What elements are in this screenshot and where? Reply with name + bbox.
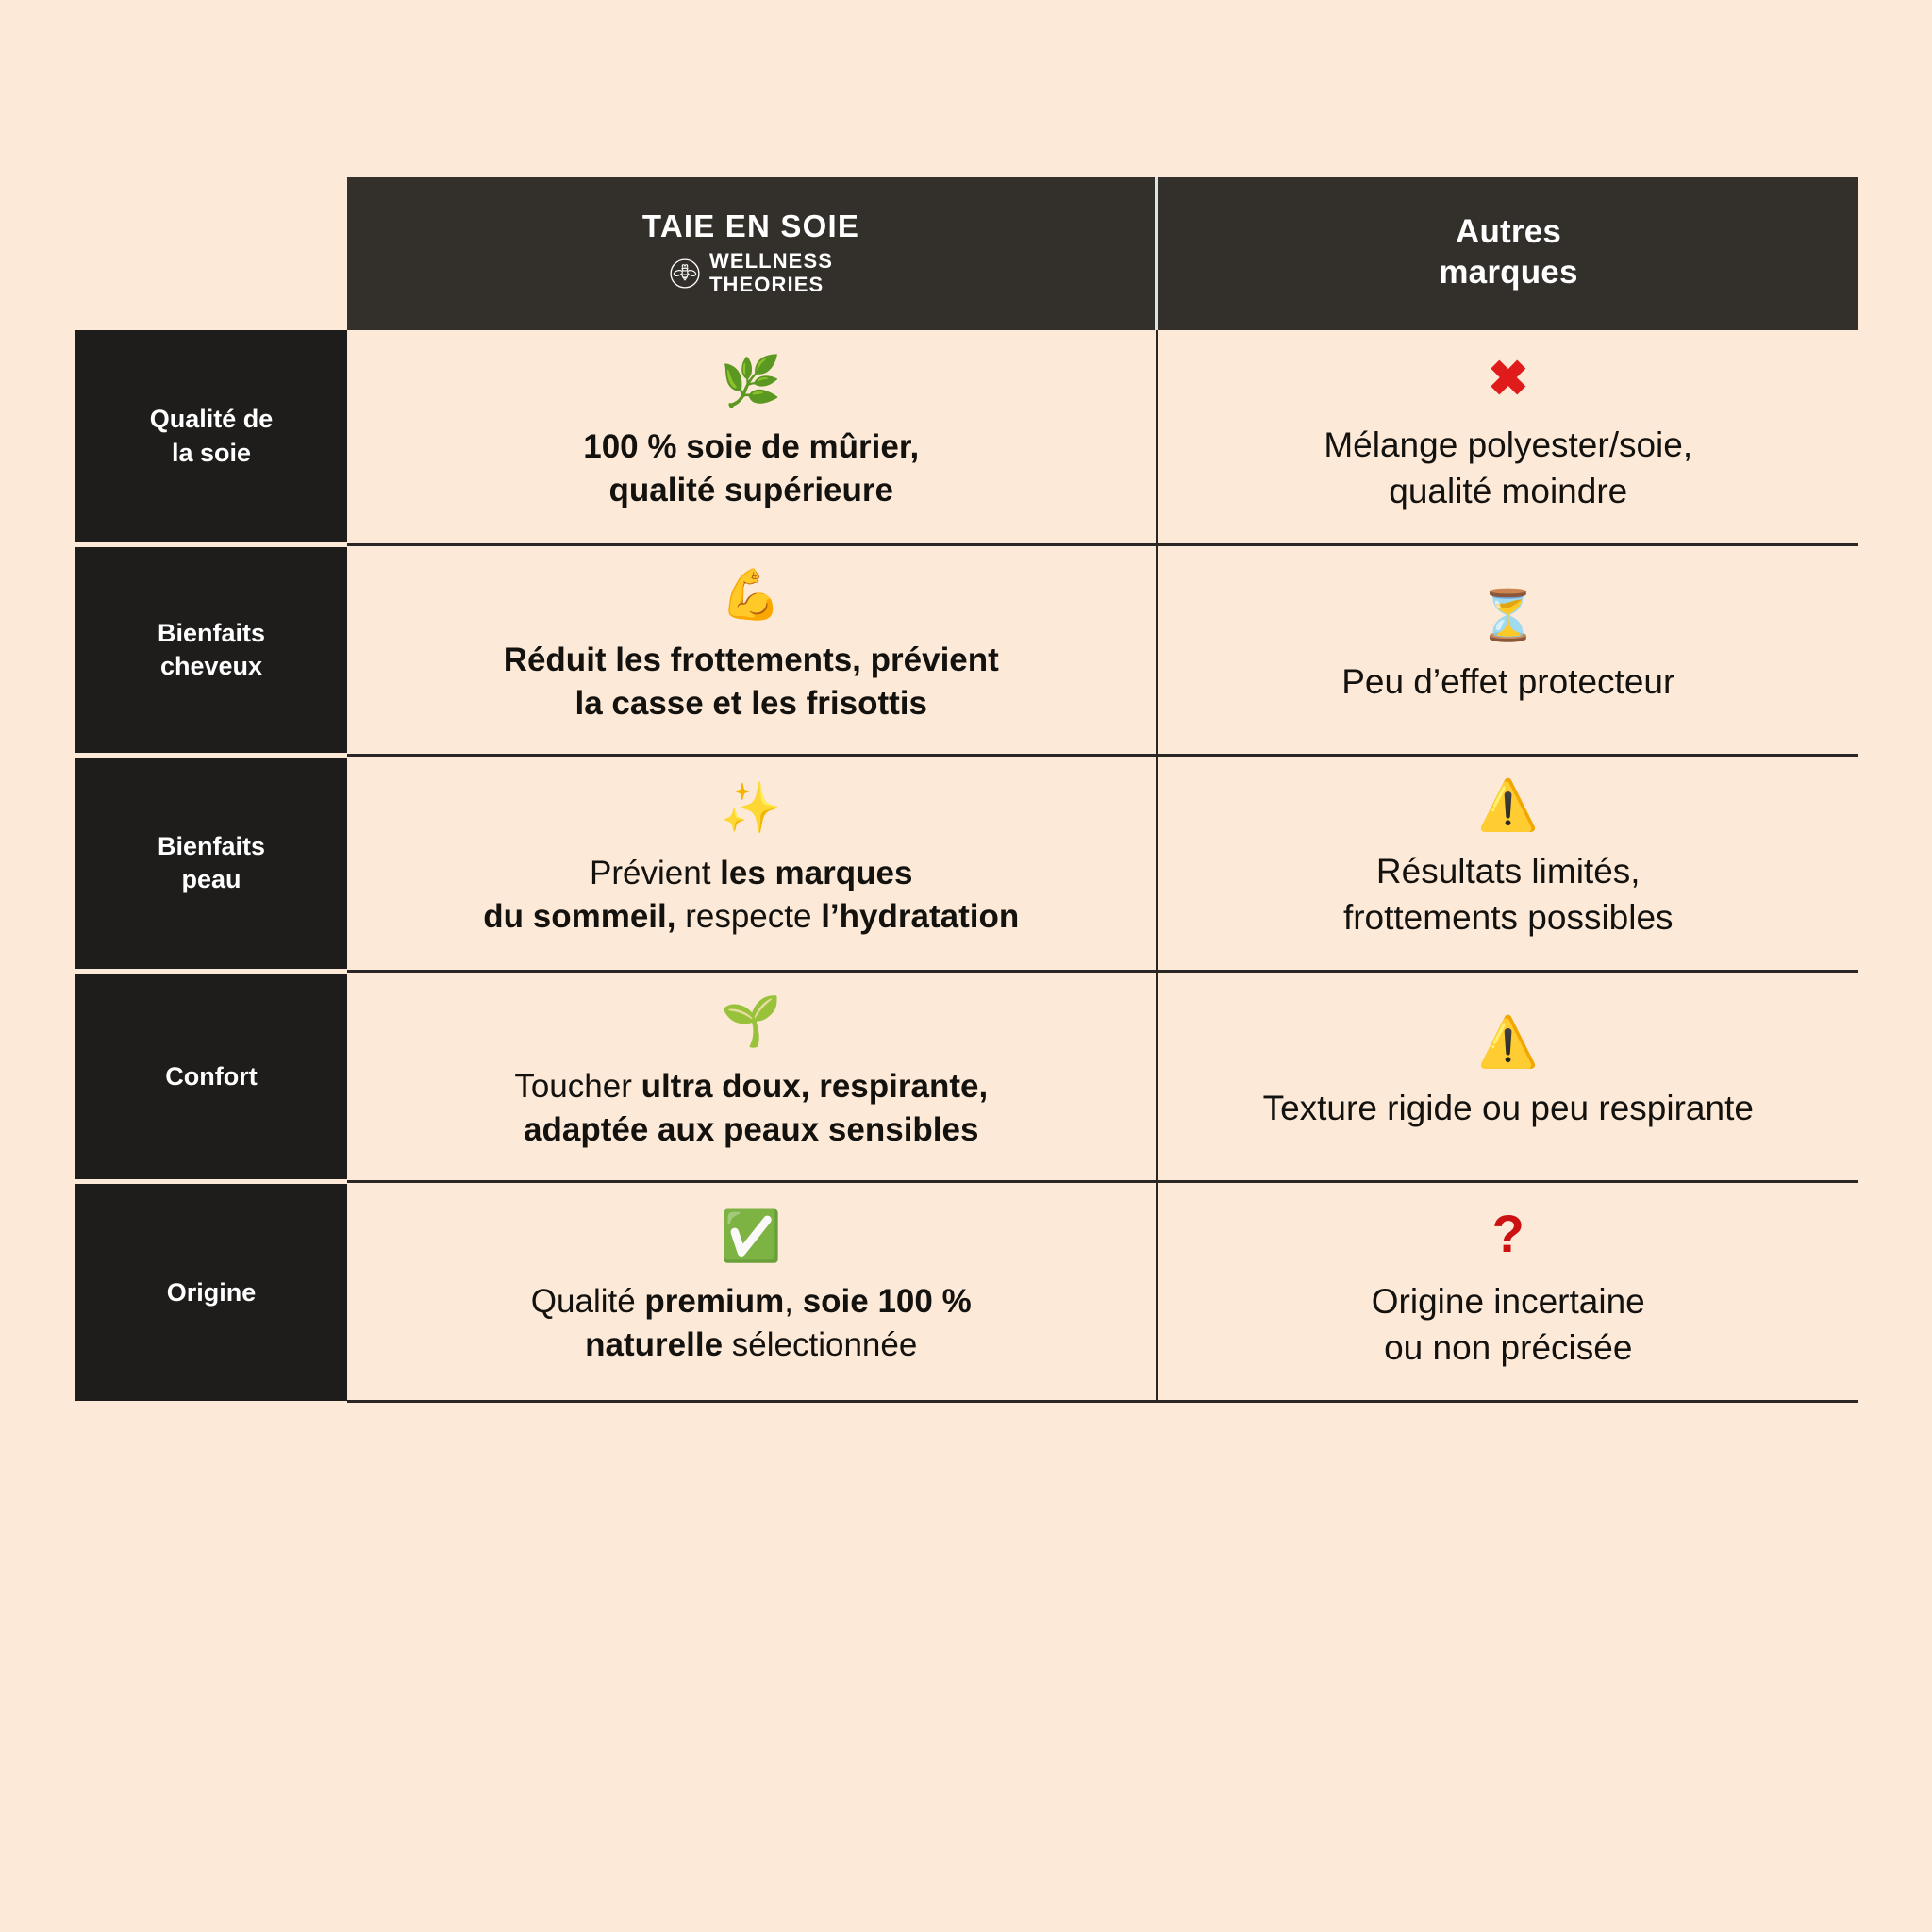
cell-brand-text-line-2: naturelle sélectionnée	[585, 1326, 918, 1364]
row-label-qualite-de-la-soie: Qualité de la soie	[75, 330, 347, 547]
brand-logo-line-2: THEORIES	[708, 272, 824, 296]
row-label-line-1: Bienfaits	[157, 831, 266, 860]
warning-icon: ⚠️	[1477, 778, 1540, 834]
table-header: TAIE EN SOIE WELLNESS	[75, 177, 1858, 331]
seedling-icon: 🌱	[720, 993, 782, 1049]
row-label-bienfaits-peau: Bienfaits peau	[75, 755, 347, 974]
hourglass-icon: ⏳	[1477, 588, 1540, 643]
brand-title: TAIE EN SOIE	[641, 208, 860, 243]
brand-logo-line-1: WELLNESS	[708, 248, 834, 273]
others-title: Autres marques	[1177, 212, 1840, 292]
cell-brand-text-line-1: 100 % soie de mûrier,	[583, 427, 920, 465]
row-label-line-2: peau	[181, 865, 242, 894]
cell-brand-text: Qualité premium, soie 100 % naturelle sé…	[379, 1280, 1124, 1367]
bee-in-circle-icon	[670, 258, 700, 289]
herb-icon: 🌿	[720, 354, 782, 409]
header-brand-column: TAIE EN SOIE WELLNESS	[347, 177, 1158, 331]
red-question-mark-icon: ?	[1491, 1204, 1524, 1264]
cross-mark-icon: ✖	[1487, 352, 1529, 408]
row-label-line-1: Confort	[165, 1061, 258, 1091]
row-label-line-1: Bienfaits	[157, 618, 266, 647]
row-label-confort: Confort	[75, 971, 347, 1185]
table-row: Confort 🌱 Toucher ultra doux, respirante…	[75, 969, 1858, 1185]
check-mark-button-icon: ✅	[720, 1208, 782, 1264]
table-row: Bienfaits peau ✨ Prévient les marques du…	[75, 754, 1858, 974]
cell-brand-origine: ✅ Qualité premium, soie 100 % naturelle …	[347, 1180, 1158, 1403]
cell-others-text-line-1: Mélange polyester/soie,	[1324, 425, 1693, 465]
row-label-line-2: cheveux	[159, 652, 263, 681]
row-label-line-2: la soie	[171, 438, 252, 467]
cell-brand-text-line-2: adaptée aux peaux sensibles	[524, 1111, 979, 1149]
cell-brand-text: Toucher ultra doux, respirante, adaptée …	[379, 1065, 1124, 1152]
cell-brand-text-line-2: du sommeil, respecte l’hydratation	[483, 898, 1020, 936]
cell-others-text-line-2: qualité moindre	[1389, 472, 1628, 511]
cell-others-bienfaits-cheveux: ⏳ Peu d’effet protecteur	[1157, 542, 1858, 758]
table-row: Bienfaits cheveux 💪 Réduit les frottemen…	[75, 542, 1858, 758]
header-row: TAIE EN SOIE WELLNESS	[75, 177, 1858, 331]
cell-others-text: Origine incertaine ou non précisée	[1191, 1279, 1827, 1372]
cell-brand-bienfaits-cheveux: 💪 Réduit les frottements, prévient la ca…	[347, 542, 1158, 758]
cell-others-text-line-1: Origine incertaine	[1371, 1282, 1645, 1322]
row-label-bienfaits-cheveux: Bienfaits cheveux	[75, 544, 347, 758]
brand-logo-wordmark: WELLNESS THEORIES	[708, 248, 834, 296]
cell-others-origine: ? Origine incertaine ou non précisée	[1157, 1180, 1858, 1403]
cell-brand-bienfaits-peau: ✨ Prévient les marques du sommeil, respe…	[347, 754, 1158, 973]
cell-brand-text: 100 % soie de mûrier, qualité supérieure	[379, 425, 1124, 512]
cell-others-bienfaits-peau: ⚠️ Résultats limités, frottements possib…	[1157, 754, 1858, 973]
cell-others-text: Mélange polyester/soie, qualité moindre	[1191, 423, 1827, 515]
cell-others-text-line-2: ou non précisée	[1384, 1328, 1633, 1368]
row-label-line-1: Qualité de	[149, 405, 274, 434]
cell-others-confort: ⚠️ Texture rigide ou peu respirante	[1157, 969, 1858, 1184]
header-others-column: Autres marques	[1157, 177, 1858, 331]
cell-others-text-line-1: Texture rigide ou peu respirante	[1262, 1088, 1754, 1127]
header-corner-spacer	[75, 177, 347, 331]
cell-others-text: Texture rigide ou peu respirante	[1191, 1086, 1827, 1132]
cell-others-text-line-2: frottements possibles	[1342, 898, 1674, 938]
cell-brand-confort: 🌱 Toucher ultra doux, respirante, adapté…	[347, 969, 1158, 1184]
cell-others-text-line-1: Peu d’effet protecteur	[1341, 661, 1675, 701]
cell-brand-text-line-2: qualité supérieure	[608, 472, 893, 509]
brand-logo-lockup: WELLNESS THEORIES	[366, 248, 1136, 296]
table-row: Origine ✅ Qualité premium, soie 100 % na…	[75, 1180, 1858, 1403]
row-label-origine: Origine	[75, 1181, 347, 1402]
table-row: Qualité de la soie 🌿 100 % soie de mûrie…	[75, 330, 1858, 547]
cell-brand-text: Réduit les frottements, prévient la cass…	[379, 639, 1124, 725]
others-title-line-2: marques	[1439, 254, 1578, 291]
cell-brand-text-line-1: Toucher ultra doux, respirante,	[514, 1067, 989, 1105]
others-title-line-1: Autres	[1455, 213, 1562, 251]
cell-brand-qualite-de-la-soie: 🌿 100 % soie de mûrier, qualité supérieu…	[347, 330, 1158, 546]
cell-others-text: Résultats limités, frottements possibles	[1191, 849, 1827, 941]
cell-brand-text-line-1: Prévient les marques	[590, 854, 913, 891]
flexed-biceps-icon: 💪	[720, 567, 782, 623]
cell-brand-text: Prévient les marques du sommeil, respect…	[379, 852, 1124, 939]
sparkles-icon: ✨	[720, 780, 782, 836]
cell-brand-text-line-1: Réduit les frottements, prévient	[503, 641, 999, 678]
table-body: Qualité de la soie 🌿 100 % soie de mûrie…	[75, 330, 1858, 1403]
warning-icon: ⚠️	[1477, 1014, 1540, 1070]
cell-brand-text-line-1: Qualité premium, soie 100 %	[530, 1282, 972, 1320]
cell-others-text: Peu d’effet protecteur	[1191, 659, 1827, 706]
cell-brand-text-line-2: la casse et les frisottis	[575, 685, 928, 723]
cell-others-text-line-1: Résultats limités,	[1375, 852, 1641, 891]
row-label-line-1: Origine	[166, 1277, 257, 1307]
cell-others-qualite-de-la-soie: ✖ Mélange polyester/soie, qualité moindr…	[1157, 330, 1858, 546]
comparison-table: TAIE EN SOIE WELLNESS	[75, 177, 1858, 1403]
